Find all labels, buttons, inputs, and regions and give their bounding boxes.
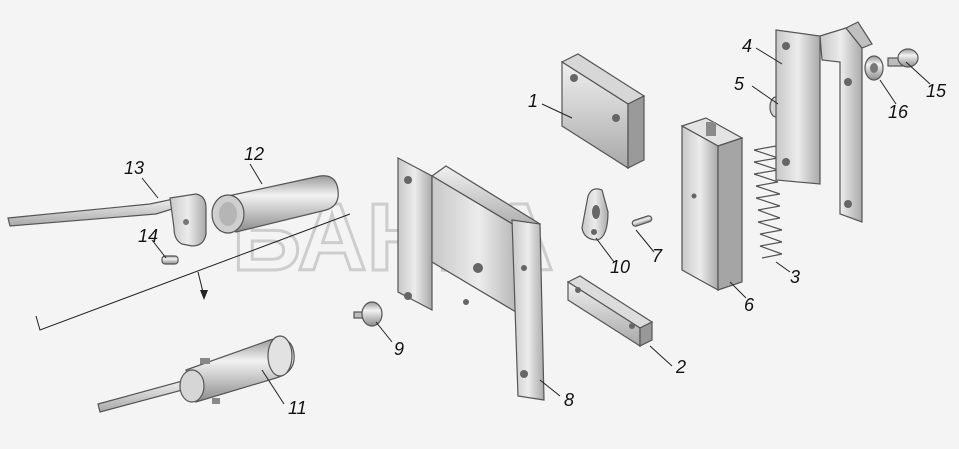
part-2-bar [566,275,654,348]
label-14: 14 [138,226,158,246]
label-9: 9 [394,339,404,359]
part-9-screw [353,301,383,327]
part-14-pin [161,255,179,265]
part-1-plate [560,53,646,170]
label-2: 2 [675,357,686,377]
label-12: 12 [244,144,264,164]
label-15: 15 [926,81,947,101]
part-4-channel [775,21,873,223]
part-15-bolt [887,48,919,68]
label-5: 5 [734,74,745,94]
part-11-handle [97,335,295,413]
part-3-spring [753,145,783,259]
part-10-plate [581,188,609,241]
label-10: 10 [610,257,630,277]
part-6-block [680,117,744,292]
label-7: 7 [652,246,663,266]
label-1: 1 [528,91,538,111]
label-11: 11 [288,398,307,418]
part-8-bracket [397,157,545,401]
leader-lines [141,47,931,405]
label-13: 13 [124,158,144,178]
label-4: 4 [742,36,752,56]
part-16-washer [864,55,884,81]
label-3: 3 [790,267,800,287]
label-6: 6 [744,295,755,315]
assembly-line [35,213,351,331]
part-12-cylinder [211,175,339,234]
part-7-pin [631,215,653,227]
label-8: 8 [564,390,574,410]
label-16: 16 [888,102,909,122]
part-13-lever [7,193,207,247]
callout-labels: 1 2 3 4 5 6 7 8 9 10 11 12 13 14 15 16 [124,36,947,418]
